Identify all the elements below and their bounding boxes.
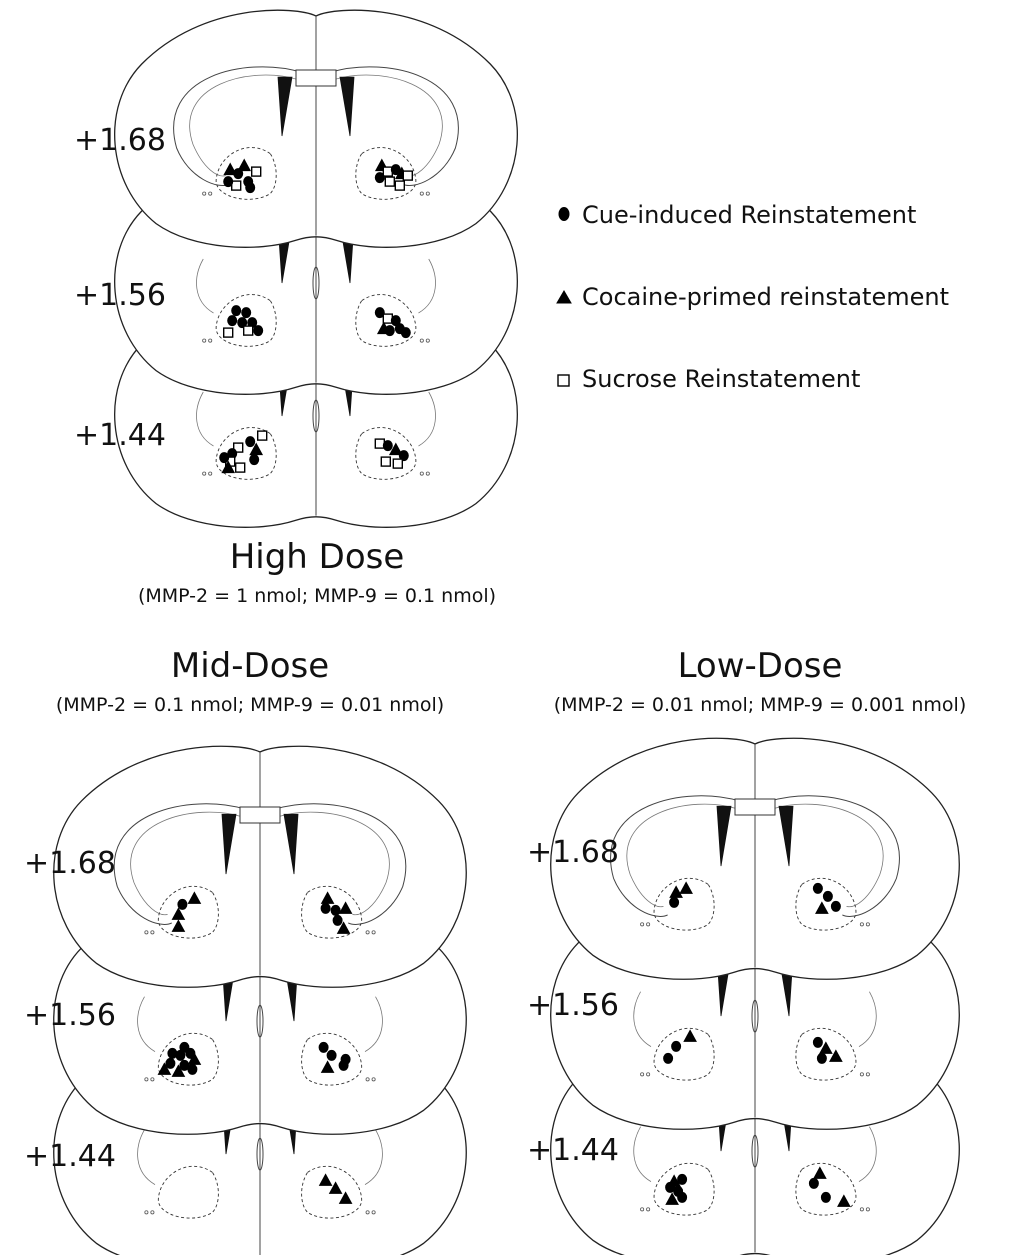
cue-induced-mark: [375, 173, 384, 183]
cue-induced-mark: [385, 326, 394, 336]
cue-induced-mark: [813, 1037, 822, 1047]
cue-induced-mark: [821, 1192, 830, 1202]
legend-label-sucrose: Sucrose Reinstatement: [582, 365, 860, 393]
cue-induced-mark: [188, 1064, 197, 1074]
cue-induced-mark: [809, 1178, 818, 1188]
sucrose-mark: [258, 431, 267, 440]
coord-label-high-3: +1.44: [74, 418, 166, 453]
commissure: [735, 799, 775, 815]
legend-label-cocaine: Cocaine-primed reinstatement: [582, 283, 949, 311]
cue-induced-mark: [678, 1192, 687, 1202]
legend-triangle-icon: [557, 291, 571, 303]
cue-induced-mark: [383, 441, 392, 451]
sucrose-mark: [252, 167, 261, 176]
legend-circle-icon: [559, 208, 569, 221]
low-dose-subtitle: (MMP-2 = 0.01 nmol; MMP-9 = 0.001 nmol): [554, 694, 967, 716]
cue-induced-mark: [232, 306, 241, 316]
cue-induced-mark: [166, 1058, 175, 1068]
commissure: [296, 70, 336, 86]
cue-induced-mark: [333, 915, 342, 925]
legend-label-cue: Cue-induced Reinstatement: [582, 201, 916, 229]
coord-label-mid-2: +1.56: [24, 998, 116, 1033]
cue-induced-mark: [831, 901, 840, 911]
cue-induced-mark: [228, 316, 237, 326]
sucrose-mark: [381, 457, 390, 466]
coord-label-low-3: +1.44: [527, 1133, 619, 1168]
cue-induced-mark: [327, 1050, 336, 1060]
cue-induced-mark: [224, 177, 233, 187]
cue-induced-mark: [234, 169, 243, 179]
cue-induced-mark: [176, 1050, 185, 1060]
high-dose-subtitle: (MMP-2 = 1 nmol; MMP-9 = 0.1 nmol): [138, 585, 496, 607]
sucrose-mark: [403, 171, 412, 180]
cue-induced-mark: [246, 183, 255, 193]
cue-induced-mark: [813, 883, 822, 893]
sucrose-mark: [385, 177, 394, 186]
cue-induced-mark: [678, 1174, 687, 1184]
cue-induced-mark: [168, 1048, 177, 1058]
mid-dose-subtitle: (MMP-2 = 0.1 nmol; MMP-9 = 0.01 nmol): [56, 694, 444, 716]
high-dose-title: High Dose: [230, 537, 405, 577]
legend: Cue-induced Reinstatement Cocaine-primed…: [557, 201, 949, 393]
sucrose-mark: [236, 463, 245, 472]
cue-induced-mark: [817, 1053, 826, 1063]
cue-induced-mark: [246, 437, 255, 447]
brain-section-high-1: [115, 10, 518, 247]
cue-induced-mark: [220, 453, 229, 463]
sucrose-mark: [393, 459, 402, 468]
sucrose-mark: [244, 326, 253, 335]
cue-induced-mark: [670, 897, 679, 907]
cue-induced-mark: [321, 903, 330, 913]
sucrose-mark: [224, 328, 233, 337]
sucrose-mark: [395, 181, 404, 190]
coord-label-mid-1: +1.68: [24, 846, 116, 881]
cue-induced-mark: [823, 891, 832, 901]
cue-induced-mark: [672, 1041, 681, 1051]
cue-induced-mark: [242, 308, 251, 318]
high-dose-brain-stack: [115, 10, 518, 527]
coord-label-mid-3: +1.44: [24, 1139, 116, 1174]
coord-label-high-2: +1.56: [74, 278, 166, 313]
cue-induced-mark: [341, 1054, 350, 1064]
cue-induced-mark: [331, 905, 340, 915]
coord-label-low-1: +1.68: [527, 835, 619, 870]
cue-induced-mark: [178, 899, 187, 909]
coord-label-low-2: +1.56: [527, 988, 619, 1023]
cue-induced-mark: [254, 326, 263, 336]
mid-dose-title: Mid-Dose: [171, 646, 329, 686]
commissure: [240, 807, 280, 823]
legend-square-icon: [558, 375, 569, 386]
cue-induced-mark: [664, 1053, 673, 1063]
cue-induced-mark: [401, 328, 410, 338]
cue-induced-mark: [250, 455, 259, 465]
low-dose-title: Low-Dose: [678, 646, 843, 686]
coord-label-high-1: +1.68: [74, 123, 166, 158]
cue-induced-mark: [319, 1042, 328, 1052]
